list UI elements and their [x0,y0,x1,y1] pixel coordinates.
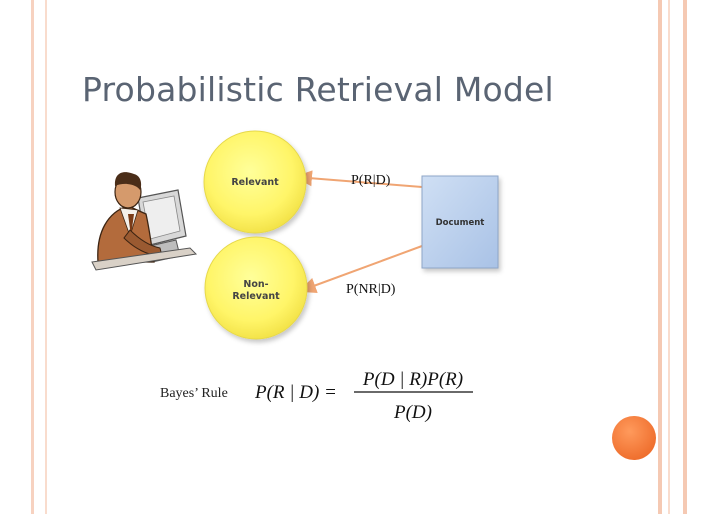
left-stripe-2 [45,0,47,514]
formula-lhs: P(R | D) = [254,382,337,403]
arrow-document-to-non-relevant [298,245,423,293]
left-stripe-1 [31,0,34,514]
relevant-label: Relevant [231,177,279,188]
non-relevant-label-line1: Non- [243,279,268,290]
arrow-document-to-relevant [294,170,423,188]
formula-denominator: P(D) [393,402,432,423]
person-at-computer-icon [91,172,198,271]
formula-caption: Bayes’ Rule [160,386,228,401]
document-node [421,175,499,269]
document-label: Document [436,218,485,228]
right-stripe-3 [683,0,687,514]
accent-dot [612,416,656,460]
slide-title: Probabilistic Retrieval Model [82,70,554,109]
right-stripe-1 [658,0,662,514]
relevant-node [203,130,307,234]
right-stripe-2 [668,0,670,514]
non-relevant-node [204,236,308,340]
edge-label-non-relevant: P(NR|D) [346,282,396,297]
edge-label-relevant: P(R|D) [351,173,391,188]
non-relevant-label-line2: Relevant [232,291,280,302]
formula-numerator: P(D | R)P(R) [362,369,463,390]
